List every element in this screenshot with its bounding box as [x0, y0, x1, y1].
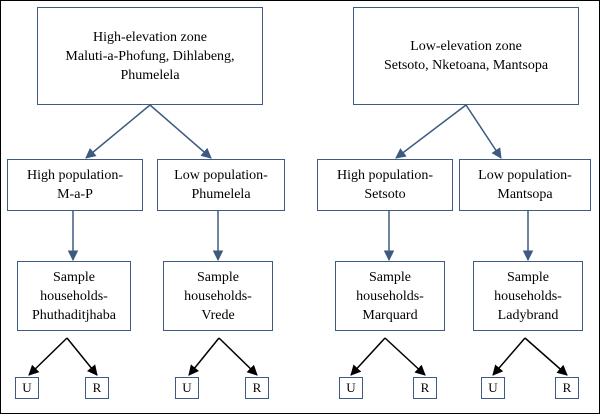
- arrow-zone1-to-high-pop: [85, 104, 151, 159]
- population-label: High population-: [26, 168, 124, 183]
- arrow-leaf-u-2: [188, 337, 220, 376]
- sample-households-ladybrand-box: Sample households- Ladybrand: [473, 261, 583, 331]
- rural-leaf-3: R: [413, 377, 437, 399]
- sample-label: Sample: [53, 269, 95, 285]
- high-population-map-box: High population- M-a-P: [7, 159, 143, 211]
- households-label: households-: [184, 288, 252, 304]
- high-population-setsoto-box: High population- Setsoto: [317, 159, 453, 211]
- arrow-zone2-to-low-pop: [465, 104, 502, 159]
- population-label: High population-: [336, 168, 434, 183]
- municipality-label: Mantsopa: [497, 187, 553, 202]
- arrow-zone1-to-low-pop: [149, 104, 212, 159]
- municipality-label: Phumelela: [191, 187, 251, 202]
- urban-leaf-4: U: [481, 377, 505, 399]
- municipality-label: Setsoto: [364, 187, 406, 202]
- arrow-leaf-r-1: [66, 337, 98, 376]
- population-label: Low population-: [478, 168, 572, 183]
- low-elevation-zone-box: Low-elevation zone Setsoto, Nketoana, Ma…: [353, 7, 579, 105]
- high-elevation-zone-box: High-elevation zone Maluti-a-Phofung, Di…: [37, 7, 263, 105]
- sample-households-vrede-box: Sample households- Vrede: [163, 261, 273, 331]
- arrow-leaf-u-3: [350, 337, 386, 376]
- arrow-leaf-r-3: [384, 337, 426, 376]
- arrow-leaf-u-1: [28, 337, 68, 376]
- households-label: households-: [40, 288, 108, 304]
- urban-leaf-3: U: [339, 377, 363, 399]
- zone-municipalities-line-1: Setsoto, Nketoana, Mantsopa: [383, 58, 549, 73]
- urban-leaf-1: U: [15, 377, 39, 399]
- town-label: Marquard: [362, 307, 418, 323]
- arrow-zone2-to-high-pop: [395, 104, 467, 159]
- households-label: households-: [356, 288, 424, 304]
- arrow-leaf-u-4: [492, 337, 526, 376]
- rural-leaf-4: R: [555, 377, 579, 399]
- town-label: Vrede: [201, 307, 235, 323]
- zone-title: High-elevation zone: [93, 29, 207, 45]
- low-population-phumelela-box: Low population- Phumelela: [157, 159, 285, 211]
- rural-leaf-2: R: [245, 377, 269, 399]
- zone-title: Low-elevation zone: [410, 39, 522, 54]
- households-label: households-: [494, 288, 562, 304]
- sample-label: Sample: [197, 269, 239, 285]
- town-label: Ladybrand: [497, 307, 559, 323]
- urban-leaf-2: U: [175, 377, 199, 399]
- municipality-label: M-a-P: [57, 187, 93, 202]
- zone-municipalities-line-1: Maluti-a-Phofung, Dihlabeng,: [65, 48, 235, 64]
- town-label: Phuthaditjhaba: [32, 307, 116, 323]
- arrow-leaf-r-2: [218, 337, 258, 376]
- sample-label: Sample: [507, 269, 549, 285]
- arrow-leaf-r-4: [524, 337, 568, 376]
- low-population-mantsopa-box: Low population- Mantsopa: [459, 159, 591, 211]
- zone-municipalities-line-2: Phumelela: [120, 67, 180, 83]
- rural-leaf-1: R: [85, 377, 109, 399]
- sample-households-marquard-box: Sample households- Marquard: [335, 261, 445, 331]
- sample-label: Sample: [369, 269, 411, 285]
- sample-households-phuthaditjhaba-box: Sample households- Phuthaditjhaba: [17, 261, 131, 331]
- population-label: Low population-: [174, 168, 268, 183]
